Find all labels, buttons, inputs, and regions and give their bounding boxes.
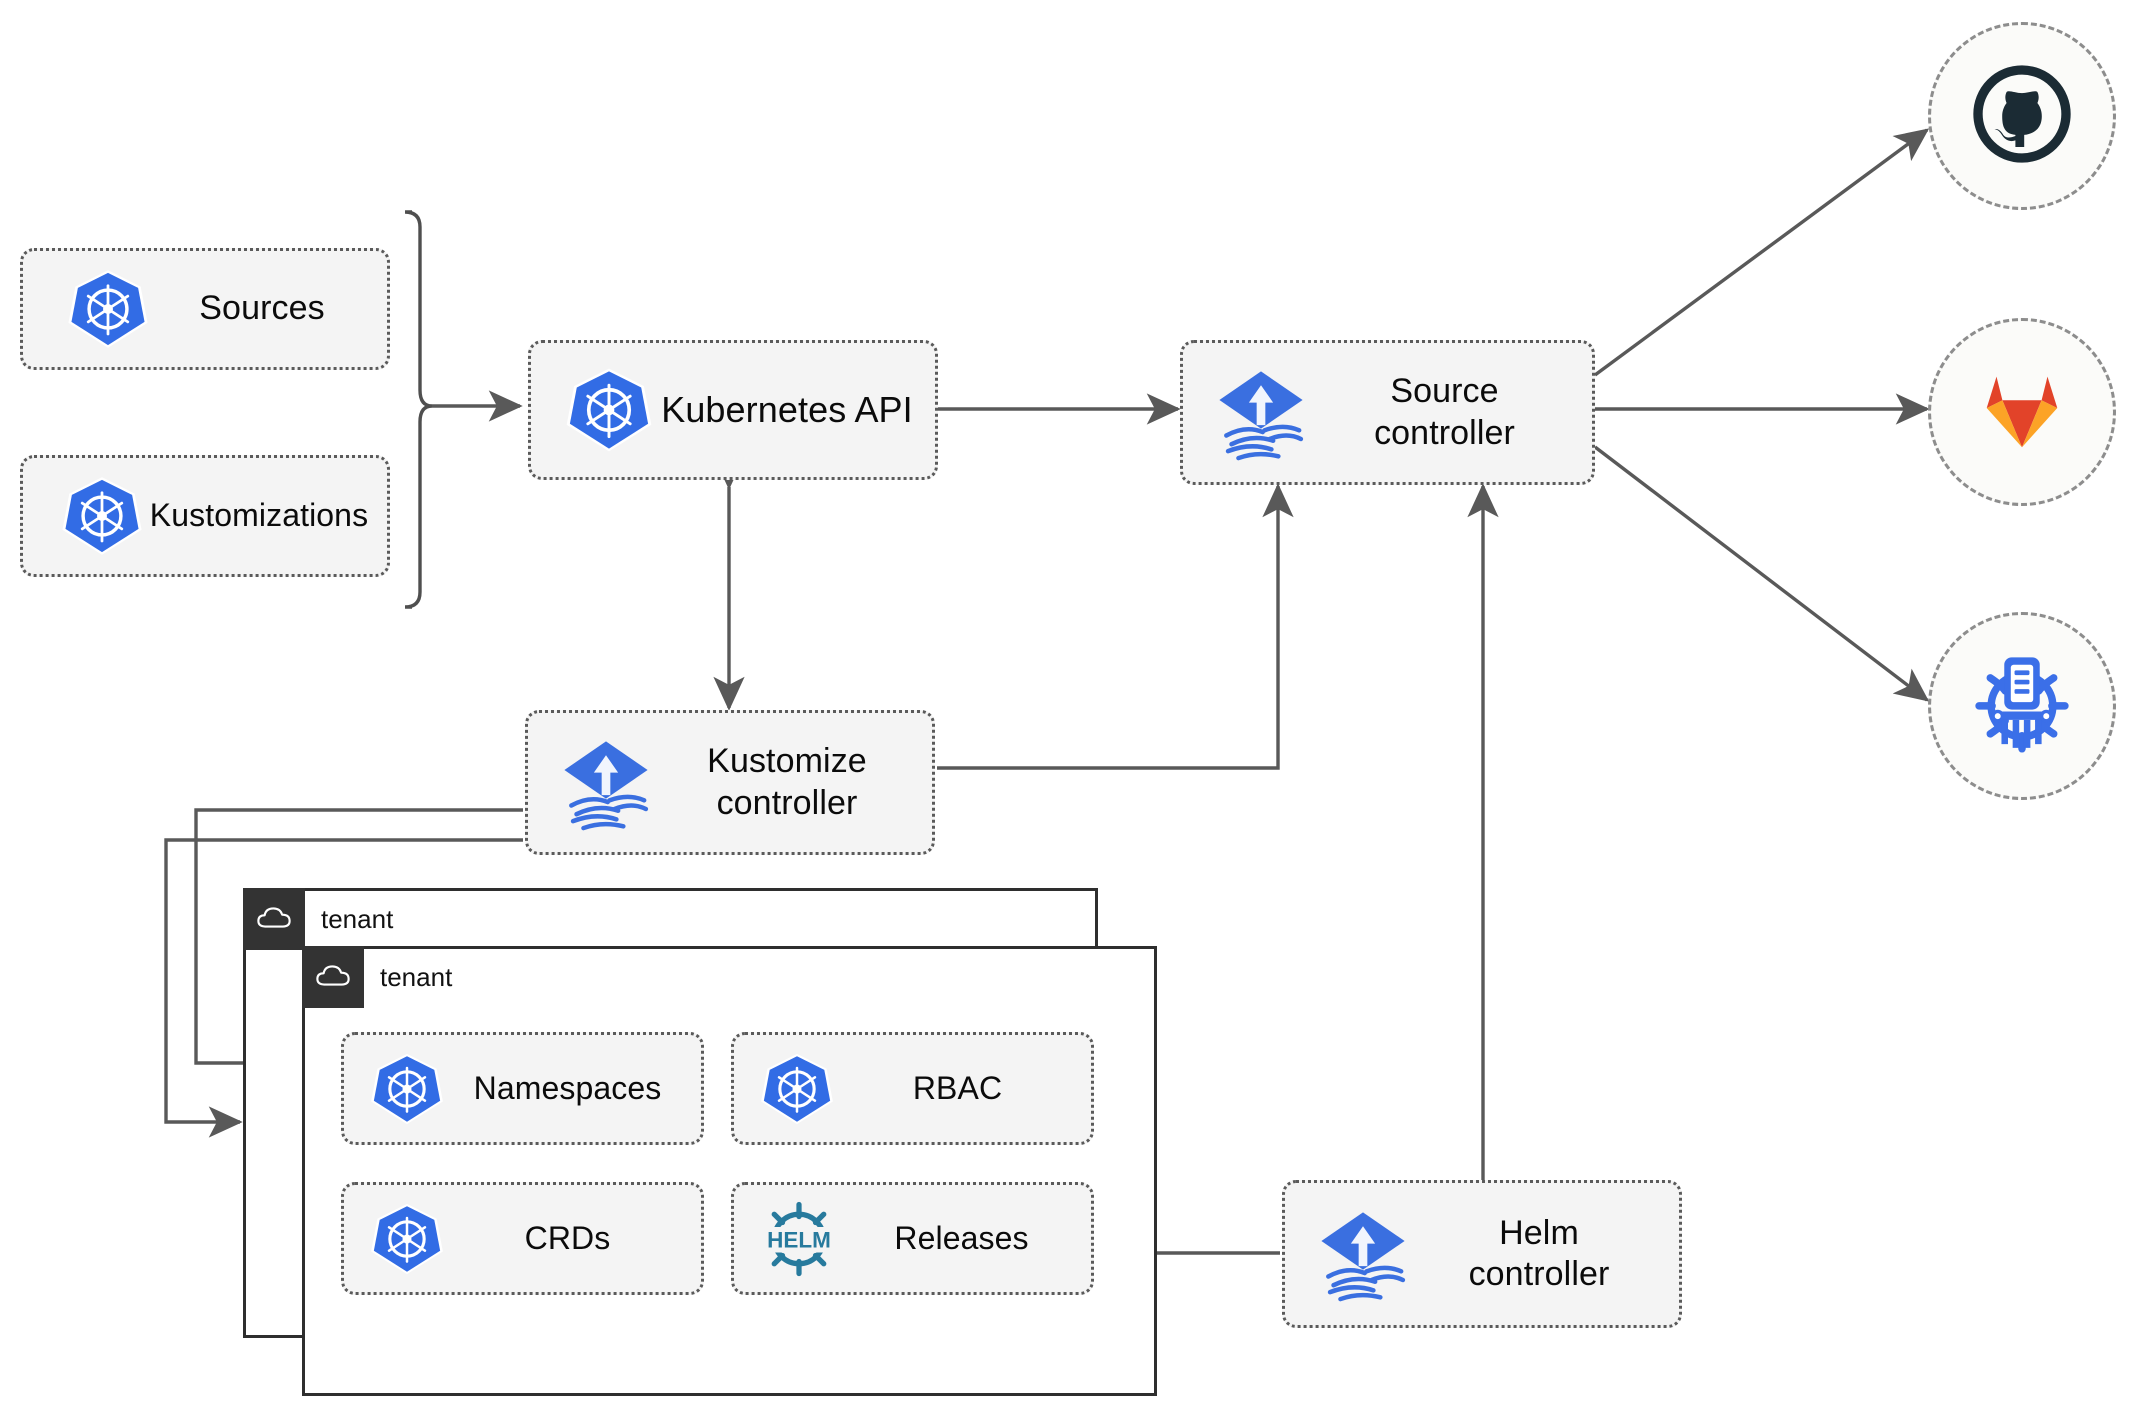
cloud-icon [243,888,305,950]
edge-source-to-oci [1593,445,1930,702]
node-kustomize-controller[interactable]: Kustomize controller [525,710,935,855]
node-kustomizations-label: Kustomizations [149,497,369,534]
provider-github[interactable] [1928,22,2116,210]
provider-oci-registry[interactable] [1928,612,2116,800]
node-namespaces-label: Namespaces [473,1069,662,1106]
node-sources-label: Sources [199,289,325,328]
node-crds-label: CRDs [524,1219,611,1256]
kubernetes-icon [758,1050,836,1128]
node-rbac-label: RBAC [912,1069,1003,1106]
oci-helm-repo-icon [1966,648,2078,765]
node-releases-label: Releases [894,1219,1029,1256]
tenant-label-outer: tenant [321,903,394,934]
kubernetes-icon [368,1050,446,1128]
node-crds[interactable]: CRDs [341,1182,704,1295]
kubernetes-icon [65,266,151,352]
tenant-label-inner: tenant [380,961,453,992]
node-kubernetes-api[interactable]: Kubernetes API [528,340,938,480]
node-source-controller[interactable]: Source controller [1180,340,1595,485]
svg-text:HELM: HELM [767,1227,831,1252]
node-source-controller-label: Source controller [1374,372,1515,452]
helm-icon: HELM [754,1200,844,1278]
tenant-tab-outer: tenant [243,888,393,950]
gitlab-icon [1973,361,2071,464]
flux-icon [1311,1202,1415,1306]
node-helm-controller[interactable]: Helm controller [1282,1180,1682,1328]
tenant-tab-inner: tenant [302,946,452,1008]
node-rbac[interactable]: RBAC [731,1032,1094,1145]
node-kustomize-controller-label: Kustomize controller [707,742,867,822]
flux-icon [1209,361,1313,465]
tenant-frame-inner[interactable]: tenant [302,946,1157,1396]
node-releases[interactable]: HELM Releases [731,1182,1094,1295]
node-helm-controller-label: Helm controller [1468,1213,1610,1293]
node-namespaces[interactable]: Namespaces [341,1032,704,1145]
edge-source-to-github [1593,128,1930,377]
node-kustomizations[interactable]: Kustomizations [20,455,390,577]
edge-kustomize-to-source [937,483,1294,770]
flux-icon [554,731,658,835]
github-icon [1967,59,2077,174]
cloud-icon [302,946,364,1008]
kubernetes-icon [368,1200,446,1278]
kubernetes-icon [563,364,655,456]
group-bracket [404,210,433,609]
node-kubernetes-api-label: Kubernetes API [661,389,913,431]
node-sources[interactable]: Sources [20,248,390,370]
kubernetes-icon [59,473,145,559]
provider-gitlab[interactable] [1928,318,2116,506]
